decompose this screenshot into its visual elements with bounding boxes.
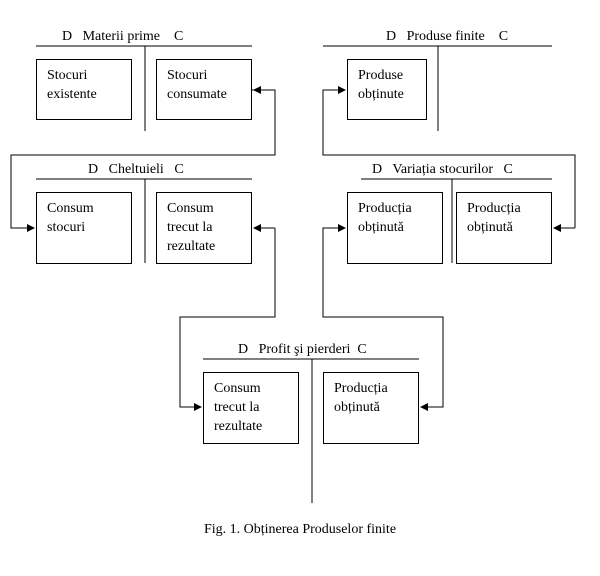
arrow-cheltuieli-to-profit <box>179 228 276 411</box>
variatia-stocurilor-debit-text: Producția obținută <box>358 201 412 235</box>
cheltuieli-header: D Cheltuieli C <box>88 162 184 177</box>
variatia-stocurilor-debit-box: Producția obținută <box>347 192 443 264</box>
materii-prime-debit-box: Stocuri existente <box>36 59 132 120</box>
profit-pierderi-credit-text: Producția obținută <box>334 381 388 415</box>
cheltuieli-debit-text: Consum stocuri <box>47 201 94 235</box>
produse-finite-debit-box: Produse obținute <box>347 59 427 120</box>
cheltuieli-credit-box: Consum trecut la rezultate <box>156 192 252 264</box>
variatia-stocurilor-credit-text: Producția obținută <box>467 201 521 235</box>
profit-pierderi-debit-box: Consum trecut la rezultate <box>203 372 299 444</box>
profit-pierderi-credit-box: Producția obținută <box>323 372 419 444</box>
t-account-produse-finite-lines <box>323 45 552 131</box>
t-account-variatia-stocurilor-lines <box>361 178 552 263</box>
variatia-stocurilor-credit-box: Producția obținută <box>456 192 552 264</box>
arrow-variatia-to-produse <box>322 86 576 228</box>
profit-pierderi-debit-text: Consum trecut la rezultate <box>214 381 263 434</box>
materii-prime-debit-text: Stocuri existente <box>47 68 97 102</box>
cheltuieli-credit-text: Consum trecut la rezultate <box>167 201 216 254</box>
variatia-stocurilor-header: D Variația stocurilor C <box>372 162 513 177</box>
materii-prime-credit-text: Stocuri consumate <box>167 68 227 102</box>
produse-finite-header: D Produse finite C <box>386 29 509 44</box>
t-account-profit-pierderi-lines <box>203 358 419 503</box>
produse-finite-debit-text: Produse obținute <box>358 68 404 102</box>
materii-prime-credit-box: Stocuri consumate <box>156 59 252 120</box>
cheltuieli-debit-box: Consum stocuri <box>36 192 132 264</box>
profit-pierderi-header: D Profit şi pierderi C <box>238 342 367 357</box>
t-account-materii-prime-lines <box>36 45 252 131</box>
figure-caption: Fig. 1. Obținerea Produselor finite <box>203 522 397 537</box>
t-account-cheltuieli-lines <box>36 178 252 263</box>
materii-prime-header: D Materii prime C <box>62 29 184 44</box>
